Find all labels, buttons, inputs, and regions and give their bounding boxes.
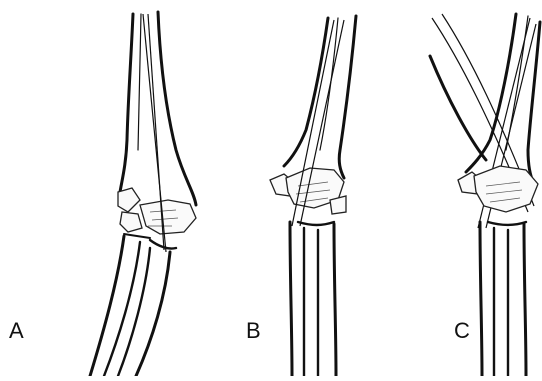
panel-c-fragment	[474, 166, 538, 212]
panel-c-wire-shadow	[430, 56, 486, 160]
panel-c-humerus-left-cortex	[466, 14, 516, 172]
panel-a-humerus-left-cortex	[120, 14, 133, 192]
panel-b-radius-cortex	[334, 224, 336, 376]
panel-label-c: C	[454, 320, 470, 342]
panel-c-humerus-medulla	[506, 16, 528, 150]
panel-a-fragment	[140, 200, 196, 234]
panel-c-humerus-right-cortex	[528, 22, 540, 184]
panel-b-ulna-cortex	[290, 222, 292, 376]
panel-a-joint-line	[124, 234, 150, 238]
panel-c-ulna-cortex	[480, 222, 482, 376]
panel-label-a: A	[9, 320, 24, 342]
panel-a-fragment	[118, 188, 140, 212]
panel-b-humerus-medulla	[320, 18, 338, 150]
panel-a-fragment	[120, 212, 142, 232]
panel-a-elbow	[90, 12, 196, 376]
panel-b-joint-line	[298, 222, 334, 225]
panel-a-humerus-medulla	[138, 14, 141, 150]
panel-a-ulna-cortex	[90, 236, 124, 376]
panel-c-radius-cortex	[524, 224, 526, 376]
panel-label-b: B	[246, 320, 261, 342]
panel-c-elbow	[430, 14, 540, 376]
panel-c-joint-line	[488, 222, 526, 225]
panel-b-elbow	[270, 16, 356, 376]
panel-a-radius-cortex	[136, 252, 170, 376]
panel-a-humerus-right-cortex	[158, 12, 196, 205]
panel-b-humerus-right-cortex	[339, 16, 356, 178]
